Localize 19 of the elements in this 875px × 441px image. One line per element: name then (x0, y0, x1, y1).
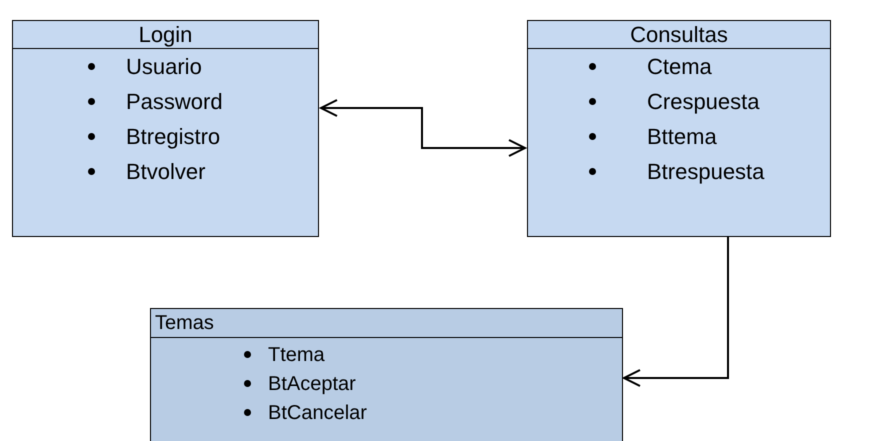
list-item: Crespuesta (647, 90, 760, 112)
box-title: Consultas (630, 24, 728, 46)
list-item: Ctema (647, 56, 712, 78)
list-item: Btvolver (126, 160, 206, 182)
list-item: BtCancelar (268, 402, 367, 422)
box-title: Temas (155, 313, 214, 333)
arrow (623, 237, 729, 387)
list-item: BtAceptar (268, 374, 356, 394)
list-item: Ttema (268, 344, 325, 364)
list-item: Usuario (126, 56, 202, 78)
class-box (12, 20, 319, 237)
arrow (320, 99, 526, 157)
class-box (527, 20, 831, 237)
list-item: Btrespuesta (647, 160, 764, 182)
list-item: Password (126, 90, 223, 112)
box-title: Login (138, 24, 192, 46)
list-item: Bttema (647, 126, 717, 148)
class-box (150, 308, 623, 441)
list-item: Btregistro (126, 126, 220, 148)
